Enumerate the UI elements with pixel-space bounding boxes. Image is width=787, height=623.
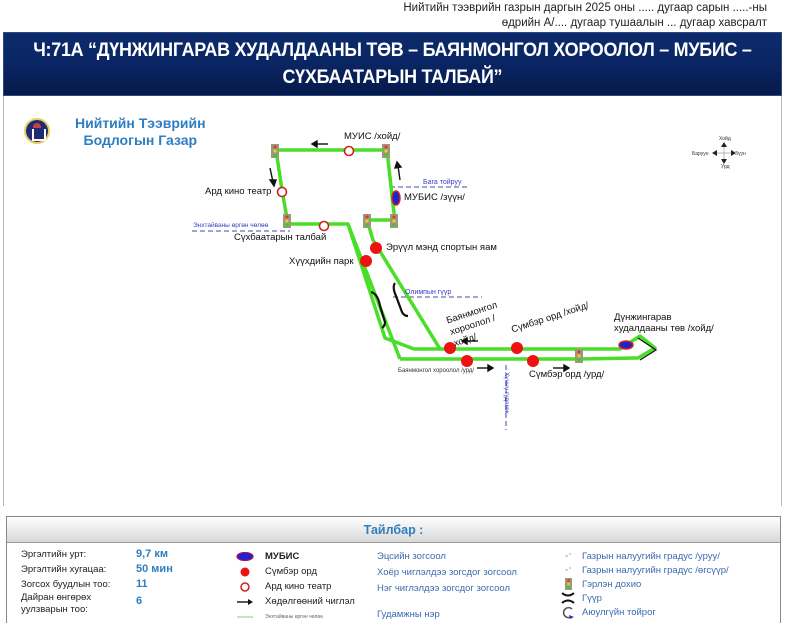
compass-south: Урд: [721, 164, 730, 170]
stop-label-sumber-south: Сүмбэр орд /урд/: [529, 369, 605, 380]
legend-item-direction: Хөдөлгөөний чиглэл: [233, 594, 355, 609]
turnaround-icon: [637, 337, 658, 361]
legend-item-street-line: Энхтайваны өргөн чөлөө: [233, 609, 355, 623]
route-map: [192, 139, 658, 430]
stat-duration: Эргэлтийн хугацаа: 50 мин: [21, 562, 221, 577]
route-title-line-2: СҮХБААТАРЫН ТАЛБАЙ”: [282, 66, 503, 88]
stat-label: Эргэлтийн хугацаа:: [21, 564, 107, 575]
traffic-light-icon: [564, 578, 572, 590]
stop-label-sukhbaatar: Сүхбаатарын талбай: [234, 232, 327, 243]
legend-item-label: МУБИС: [265, 551, 300, 562]
legend-item-roundabout: Аюулгүйн тойрог: [560, 605, 729, 619]
stat-label: Дайран өнгөрөх уулзварын тоо:: [21, 592, 92, 615]
legend-item-filled-stop: Сүмбэр орд: [233, 564, 355, 579]
legend-stop-types: Эцсийн зогсоол Хоёр чиглэлдээ зогсдог зо…: [377, 551, 517, 623]
slope-down-icon: ∘°: [564, 553, 572, 560]
legend-item-terminal: МУБИС: [233, 549, 355, 564]
bridge-icon: [561, 592, 575, 604]
org-name-line-1: Нийтийн Тээврийн: [75, 115, 206, 131]
stop-label-khuukhdiin-park: Хүүхдийн парк: [289, 256, 354, 267]
stop-type-both-directions: Хоёр чиглэлдээ зогсдог зогсоол: [377, 567, 517, 578]
legend-panel: Тайлбар : Эргэлтийн урт: 9,7 км Эргэлтий…: [6, 516, 781, 623]
compass-rose: Хойд Баруун Зүүн Урд: [692, 136, 754, 174]
direction-arrows: [268, 139, 571, 373]
street-label-baga-toiruu: Бага тойруу: [423, 179, 462, 186]
terminal-dunjingarav-icon: [618, 340, 634, 350]
route-title: Ч:71А “ДҮНЖИНГАРАВ ХУДАЛДААНЫ ТӨВ – БАЯН…: [33, 37, 752, 91]
stat-length: Эргэлтийн урт: 9,7 км: [21, 547, 221, 562]
legend-item-bridge: Гүүр: [560, 591, 729, 605]
stat-label: Зогсох буудлын тоо:: [21, 579, 111, 590]
stop-label-muis-north: МУИС /хойд/: [344, 131, 401, 142]
stat-value: 9,7 км: [136, 548, 168, 560]
stop-label-dunjingarav: Дүнжингарав худалдааны төв /хойд/: [614, 312, 714, 334]
terminal-stop-icon: [236, 552, 254, 561]
legend-features: ∘° Газрын налуугийн градус /уруу/ ∘° Газ…: [560, 549, 729, 619]
stop-label-bayanmongol-south: Баянмонгол хороолол /урд/: [398, 368, 475, 374]
slope-up-icon: ∘°: [564, 567, 572, 574]
stat-value: 6: [136, 595, 143, 607]
legend-item-label: Гүүр: [582, 592, 602, 604]
legend-item-traffic-light: Гэрлэн дохио: [560, 577, 729, 591]
route-stats: Эргэлтийн урт: 9,7 км Эргэлтийн хугацаа:…: [21, 547, 221, 616]
stat-value: 11: [136, 578, 148, 590]
legend-item-label: Сүмбэр орд: [265, 566, 318, 577]
terminal-mubis-icon: [391, 190, 401, 206]
map-frame: [3, 96, 782, 506]
route-title-bar: Ч:71А “ДҮНЖИНГАРАВ ХУДАЛДААНЫ ТӨВ – БАЯН…: [3, 32, 782, 96]
stat-value: 50 мин: [136, 563, 173, 575]
stop-type-terminal: Эцсийн зогсоол: [377, 551, 446, 562]
hollow-stops: [276, 145, 355, 232]
stop-type-spacer: [377, 599, 517, 609]
compass-arrows-icon: [712, 142, 736, 164]
legend-item-slope-down: ∘° Газрын налуугийн градус /уруу/: [560, 549, 729, 563]
legend-header: Тайлбар :: [7, 517, 780, 543]
organization-logo-icon: [24, 118, 50, 144]
bridge-icons: [370, 282, 409, 329]
legend-item-label: Аюулгүйн тойрог: [582, 606, 656, 618]
stop-label-mubis-east: МУБИС /зүүн/: [404, 192, 465, 203]
compass-west: Баруун: [692, 151, 709, 157]
stat-stop-count: Зогсох буудлын тоо: 11: [21, 577, 221, 592]
stop-label-ard-kino: Ард кино театр: [205, 186, 272, 197]
roundabout-icon: [562, 606, 574, 619]
direction-arrow-icon: [237, 598, 253, 605]
street-lines: [192, 186, 507, 430]
legend-item-label: Ард кино театр: [265, 581, 332, 592]
legend-item-label: Энхтайваны өргөн чөлөө: [265, 613, 323, 620]
annex-note: Нийтийн тээврийн газрын даргын 2025 оны …: [403, 1, 767, 31]
filled-stops: [360, 242, 539, 367]
compass-north: Хойд: [719, 136, 731, 142]
legend-symbols: МУБИС Сүмбэр орд Ард кино театр Хөдөлгөө…: [233, 549, 355, 623]
legend-item-label: Газрын налуугийн градус /өгсүүр/: [582, 564, 729, 576]
street-line-icon: [237, 615, 253, 618]
stop-filled-icon: [240, 567, 250, 576]
stop-type-one-direction: Нэг чиглэлдээ зогсдог зогсоол: [377, 583, 511, 594]
compass-east: Зүүн: [735, 151, 746, 157]
legend-item-label: Газрын налуугийн градус /уруу/: [582, 550, 720, 562]
stop-hollow-icon: [240, 581, 250, 592]
stat-label: Эргэлтийн урт:: [21, 549, 87, 560]
annex-line-1: Нийтийн тээврийн газрын даргын 2025 оны …: [403, 2, 767, 14]
stop-label-eruul-mend: Эрүүл мэнд спортын яам: [386, 242, 497, 253]
stop-type-street-name: Гудамжны нэр: [377, 609, 440, 620]
legend-item-hollow-stop: Ард кино театр: [233, 579, 355, 594]
street-label-enkhtaivan: Энхтайваны өргөн чөлөө: [193, 222, 269, 229]
legend-item-label: Хөдөлгөөний чиглэл: [265, 596, 355, 607]
traffic-light-icons: [271, 144, 583, 363]
street-label-olimp: Олимпын гүүр: [405, 289, 452, 296]
route-title-line-1: Ч:71А “ДҮНЖИНГАРАВ ХУДАЛДААНЫ ТӨВ – БАЯН…: [33, 39, 752, 61]
legend-item-label: Гэрлэн дохио: [582, 578, 642, 590]
street-label-khunnu: Хүннү гудамж: [503, 372, 510, 414]
org-name-line-2: Бодлогын Газар: [83, 132, 198, 148]
organization-name: Нийтийн Тээврийн Бодлогын Газар: [75, 115, 206, 149]
annex-line-2: өдрийн А/.... дугаар тушаалын ... дугаар…: [501, 17, 767, 29]
stat-intersection-count: Дайран өнгөрөх уулзварын тоо: 6: [21, 592, 221, 616]
legend-item-slope-up: ∘° Газрын налуугийн градус /өгсүүр/: [560, 563, 729, 577]
